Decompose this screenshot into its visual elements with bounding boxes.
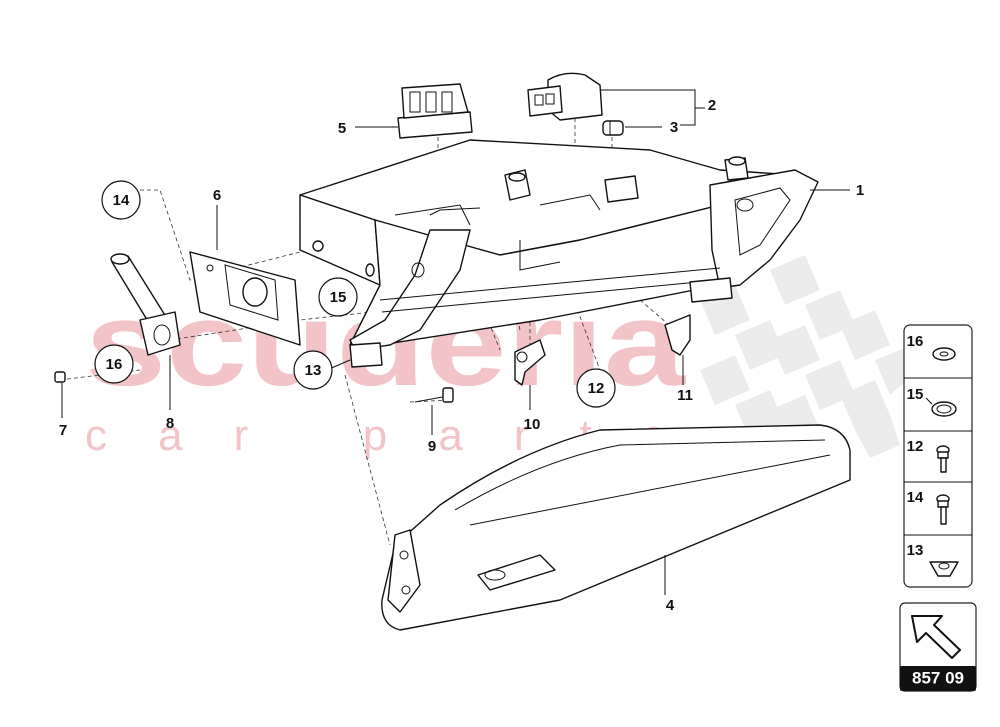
legend-number-14: 14: [907, 489, 924, 506]
callout-14: 14: [113, 192, 130, 209]
glove-box-lid: [381, 424, 851, 631]
glove-box-housing: [299, 139, 819, 368]
screw-icon: [936, 445, 950, 473]
legend-row-16: 16: [907, 333, 956, 361]
callout-16-circle: 16: [94, 344, 134, 384]
callouts: 1 2 3 4 5 6 7 8 9 10 11 12 13 14 15 16: [59, 97, 864, 614]
legend-row-15: 15: [907, 386, 957, 417]
callout-2: 2: [708, 97, 716, 114]
relay-module: [397, 83, 473, 139]
legend-row-14: 14: [907, 489, 950, 525]
callout-15: 15: [330, 289, 347, 306]
callout-5: 5: [338, 120, 346, 137]
callout-12-circle: 12: [576, 368, 616, 408]
callout-16: 16: [106, 356, 123, 373]
diagram-code: 857 09: [912, 668, 964, 687]
screw-icon: [936, 494, 950, 525]
callout-14-circle: 14: [101, 180, 141, 220]
bolt: [414, 387, 454, 403]
legend-row-13: 13: [907, 542, 959, 577]
lock-plate: [189, 251, 301, 346]
callout-9: 9: [428, 438, 436, 455]
diagram-code-badge: 857 09: [899, 602, 977, 692]
legend-number-16: 16: [907, 333, 924, 350]
callout-13-circle: 13: [293, 350, 333, 390]
arrow-icon: [911, 615, 961, 659]
callout-4: 4: [666, 597, 675, 614]
clip-ring-icon: [925, 397, 957, 417]
connector-housing: [527, 72, 603, 121]
callout-7: 7: [59, 422, 67, 439]
callout-11: 11: [677, 387, 693, 404]
legend-number-12: 12: [907, 438, 924, 455]
washer-icon: [932, 347, 956, 361]
legend-number-15: 15: [907, 386, 924, 403]
lamp-bulb: [602, 120, 624, 136]
leader-lines: [61, 89, 850, 595]
fastener-legend: 16 15 12 14: [903, 324, 973, 588]
damper-bracket: [664, 314, 691, 356]
callout-13: 13: [305, 362, 322, 379]
callout-1: 1: [856, 182, 864, 199]
callout-12: 12: [588, 380, 605, 397]
callout-10: 10: [524, 416, 541, 433]
callout-15-circle: 15: [318, 277, 358, 317]
lock-cylinder: [110, 253, 181, 356]
pin: [54, 371, 66, 383]
callout-6: 6: [213, 187, 221, 204]
legend-row-12: 12: [907, 438, 950, 473]
hinge-clip: [514, 339, 546, 386]
callout-8: 8: [166, 415, 174, 432]
legend-number-13: 13: [907, 542, 924, 559]
clip-nut-icon: [929, 561, 959, 577]
callout-3: 3: [670, 119, 678, 136]
